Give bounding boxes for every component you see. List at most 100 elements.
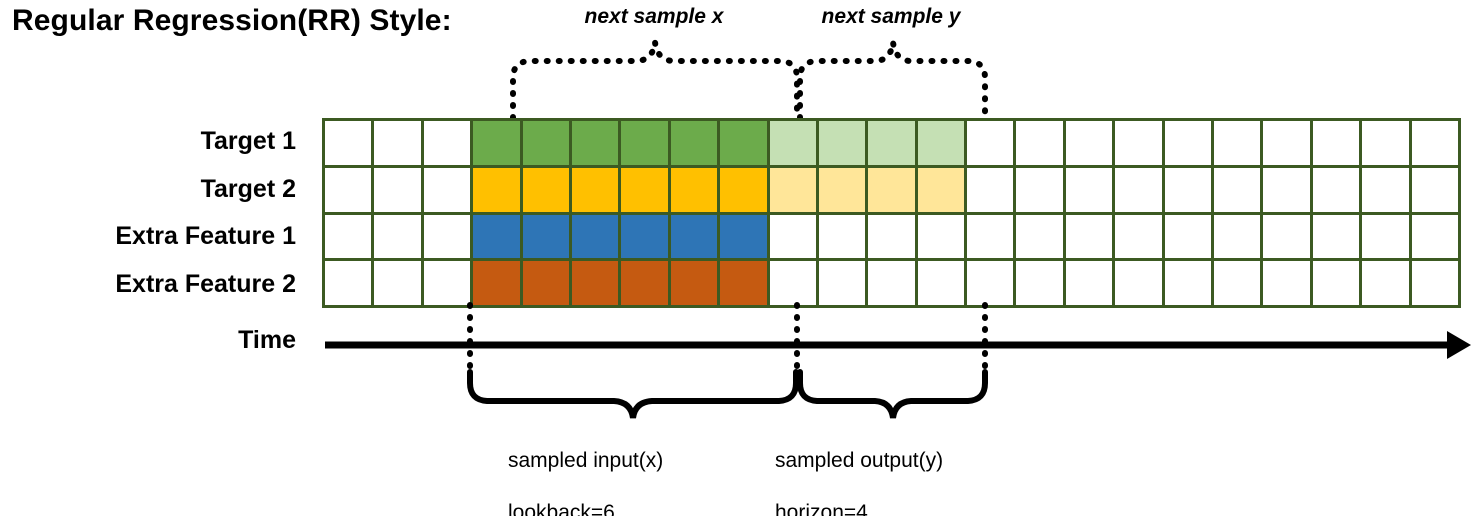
caption-output-line-2: horizon=4 xyxy=(775,501,868,516)
grid-cell-r1-c22-empty xyxy=(1362,121,1409,165)
grid-cell-r1-c13-horizon xyxy=(917,121,965,165)
grid-cell-r1-c7-lookback xyxy=(621,121,668,165)
grid-cell-r4-c22-empty xyxy=(1362,261,1409,305)
grid-cell-r1-c3-empty xyxy=(423,121,471,165)
grid-cell-r3-c15-empty xyxy=(1016,214,1063,259)
grid-cell-r1-c5-lookback xyxy=(522,121,569,165)
grid-cell-r4-c14-empty xyxy=(967,261,1014,305)
grid-cell-r1-c4-lookback xyxy=(473,121,520,165)
grid-cell-r3-c19-empty xyxy=(1214,214,1261,259)
grid-cell-r4-c19-empty xyxy=(1214,261,1261,305)
grid-cell-r3-c10-empty xyxy=(769,214,816,259)
grid-cell-r2-c11-horizon xyxy=(818,167,866,212)
grid-cell-r4-c18-empty xyxy=(1164,261,1212,305)
grid-cell-r2-c22-empty xyxy=(1362,167,1409,212)
dotted-brace-next-sample-x xyxy=(510,41,800,121)
grid-cell-r1-c8-lookback xyxy=(670,121,718,165)
row-label-column: Target 1 Target 2 Extra Feature 1 Extra … xyxy=(0,118,308,308)
grid-cell-r4-c2-empty xyxy=(374,261,421,305)
grid-cell-r2-c5-lookback xyxy=(522,167,569,212)
grid-cell-r1-c6-lookback xyxy=(571,121,619,165)
grid-cell-r4-c13-empty xyxy=(917,261,965,305)
grid-cell-r3-c22-empty xyxy=(1362,214,1409,259)
grid-cell-r1-c21-empty xyxy=(1312,121,1360,165)
grid-cell-r3-c3-empty xyxy=(423,214,471,259)
caption-input-line-1: sampled input(x) xyxy=(508,449,664,472)
row-label-extra-feature-2: Extra Feature 2 xyxy=(115,269,296,298)
grid-cell-r3-c12-empty xyxy=(868,214,915,259)
grid-cell-r4-c10-empty xyxy=(769,261,816,305)
row-label-target-1: Target 1 xyxy=(200,127,296,156)
grid-cell-r4-c17-empty xyxy=(1115,261,1162,305)
grid-cell-r1-c12-horizon xyxy=(868,121,915,165)
annotation-next-sample-y: next sample y xyxy=(821,5,961,28)
grid-cell-r3-c4-lookback xyxy=(473,214,520,259)
row-label-target-2: Target 2 xyxy=(200,174,296,203)
grid-cell-r2-c20-empty xyxy=(1263,167,1310,212)
grid-cell-r1-c23-empty xyxy=(1411,121,1458,165)
brace-sampled-output xyxy=(797,369,988,419)
grid-cell-r1-c1-empty xyxy=(325,121,372,165)
axis-label-time: Time xyxy=(238,326,296,354)
grid-cell-r2-c23-empty xyxy=(1411,167,1458,212)
grid-cell-r2-c2-empty xyxy=(374,167,421,212)
grid-cell-r4-c9-lookback xyxy=(720,261,767,305)
annotation-next-sample-x: next sample x xyxy=(584,5,724,28)
grid-cell-r3-c14-empty xyxy=(967,214,1014,259)
grid-cell-r1-c15-empty xyxy=(1016,121,1063,165)
grid-cell-r3-c8-lookback xyxy=(670,214,718,259)
grid-cell-r2-c13-horizon xyxy=(917,167,965,212)
grid-cell-r1-c9-lookback xyxy=(720,121,767,165)
grid-cell-r4-c4-lookback xyxy=(473,261,520,305)
grid-cell-r1-c17-empty xyxy=(1115,121,1162,165)
grid-cell-r3-c7-lookback xyxy=(621,214,668,259)
page-title: Regular Regression(RR) Style: xyxy=(12,4,452,37)
caption-sampled-output: sampled output(y) horizon=4 output_featu… xyxy=(775,422,987,516)
grid-cell-r2-c19-empty xyxy=(1214,167,1261,212)
time-axis-arrowhead xyxy=(1447,331,1471,359)
timeseries-grid xyxy=(322,118,1461,308)
caption-output-line-1: sampled output(y) xyxy=(775,449,944,472)
row-label-extra-feature-1: Extra Feature 1 xyxy=(115,222,296,251)
grid-cell-r4-c6-lookback xyxy=(571,261,619,305)
caption-input-line-2: lookback=6 xyxy=(508,501,615,516)
grid-cell-r4-c7-lookback xyxy=(621,261,668,305)
grid-cell-r2-c8-lookback xyxy=(670,167,718,212)
grid-cell-r1-c10-horizon xyxy=(769,121,816,165)
grid-cell-r2-c6-lookback xyxy=(571,167,619,212)
grid-cell-r2-c4-lookback xyxy=(473,167,520,212)
grid-cell-r4-c12-empty xyxy=(868,261,915,305)
grid-cell-r1-c18-empty xyxy=(1164,121,1212,165)
grid-cell-r4-c23-empty xyxy=(1411,261,1458,305)
grid-cell-r4-c1-empty xyxy=(325,261,372,305)
grid-cell-r4-c11-empty xyxy=(818,261,866,305)
grid-cell-r2-c1-empty xyxy=(325,167,372,212)
grid-cell-r3-c9-lookback xyxy=(720,214,767,259)
grid-cell-r3-c17-empty xyxy=(1115,214,1162,259)
grid-cell-r4-c15-empty xyxy=(1016,261,1063,305)
grid-cell-r1-c11-horizon xyxy=(818,121,866,165)
grid-cell-r4-c5-lookback xyxy=(522,261,569,305)
grid-cell-r3-c18-empty xyxy=(1164,214,1212,259)
grid-cell-r1-c14-empty xyxy=(967,121,1014,165)
grid-cell-r1-c2-empty xyxy=(374,121,421,165)
grid-cell-r3-c16-empty xyxy=(1065,214,1113,259)
grid-cell-r3-c21-empty xyxy=(1312,214,1360,259)
grid-cell-r4-c21-empty xyxy=(1312,261,1360,305)
grid-cell-r1-c16-empty xyxy=(1065,121,1113,165)
grid-cell-r3-c2-empty xyxy=(374,214,421,259)
grid-cell-r4-c8-lookback xyxy=(670,261,718,305)
grid-cell-r2-c10-horizon xyxy=(769,167,816,212)
grid-cell-r3-c6-lookback xyxy=(571,214,619,259)
grid-cell-r2-c16-empty xyxy=(1065,167,1113,212)
grid-cell-r4-c16-empty xyxy=(1065,261,1113,305)
grid-cell-r1-c19-empty xyxy=(1214,121,1261,165)
grid-cell-r2-c9-lookback xyxy=(720,167,767,212)
grid-cell-r2-c21-empty xyxy=(1312,167,1360,212)
brace-sampled-input xyxy=(467,369,799,419)
grid-cell-r2-c18-empty xyxy=(1164,167,1212,212)
grid-cell-r2-c12-horizon xyxy=(868,167,915,212)
grid-cell-r3-c11-empty xyxy=(818,214,866,259)
grid-cell-r3-c1-empty xyxy=(325,214,372,259)
